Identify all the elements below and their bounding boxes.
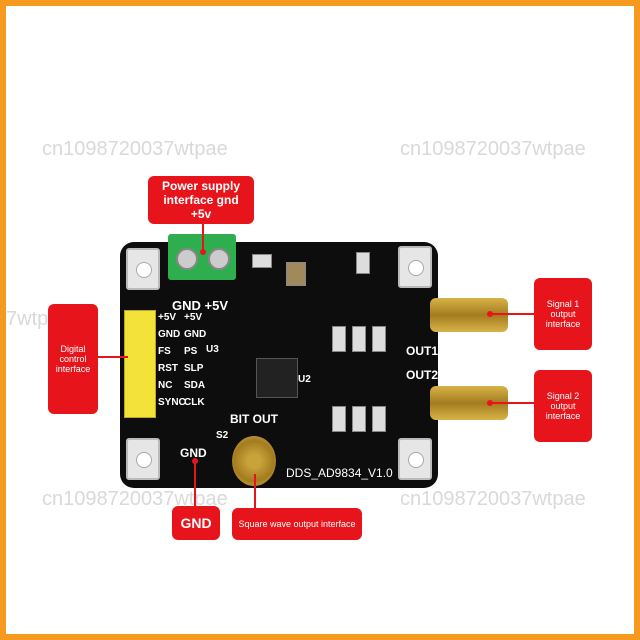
label-gnd-plus5v: GND +5V (172, 298, 228, 313)
watermark-left-bottom: cn1098720037wtpae (42, 488, 228, 510)
pin-label: +5V (184, 312, 203, 323)
callout-signal2-output: Signal 2 output interface (534, 370, 592, 442)
pin-label: SYNC (158, 397, 186, 408)
pin-labels-right: +5V GND PS SLP SDA CLK (184, 312, 206, 414)
watermark-right-bottom: cn1098720037wtpae (400, 488, 586, 510)
callout-dot-signal2 (487, 400, 493, 406)
pin-label: SLP (184, 363, 204, 374)
sma-connector-1 (430, 298, 508, 332)
pin-label: RST (158, 363, 178, 374)
label-bit-out: BIT OUT (230, 412, 278, 426)
pin-label: FS (158, 346, 171, 357)
label-board-name: DDS_AD9834_V1.0 (286, 466, 393, 480)
callout-line-gnd (194, 462, 196, 508)
pin-label: GND (184, 329, 207, 340)
smd-component (352, 326, 366, 352)
callout-line-square (254, 474, 256, 510)
ad9834-chip (256, 358, 298, 398)
label-s2: S2 (216, 430, 229, 441)
pin-label: NC (158, 380, 173, 391)
mount-pad-bottom-right (398, 438, 432, 480)
callout-power-supply: Power supply interface gnd +5v (148, 176, 254, 224)
mount-pad-top-left (126, 248, 160, 290)
screw-2 (208, 248, 230, 270)
smd-component (286, 262, 306, 286)
callout-digital-control: Digital control interface (48, 304, 98, 414)
smd-component (252, 254, 272, 268)
callout-dot-gnd (192, 458, 198, 464)
callout-line-signal2 (490, 402, 534, 404)
smd-component (372, 406, 386, 432)
pin-label: SDA (184, 380, 206, 391)
mount-pad-top-right (398, 246, 432, 288)
smd-component (332, 406, 346, 432)
callout-gnd: GND (172, 506, 220, 540)
pin-label: CLK (184, 397, 205, 408)
label-gnd-bottom: GND (180, 446, 207, 460)
smd-component (372, 326, 386, 352)
watermark-right-top: cn1098720037wtpae (400, 138, 586, 160)
watermark-left-top: cn1098720037wtpae (42, 138, 228, 160)
pin-label: GND (158, 329, 181, 340)
terminal-block (168, 234, 236, 280)
smd-component (352, 406, 366, 432)
screw-1 (176, 248, 198, 270)
callout-signal1-output: Signal 1 output interface (534, 278, 592, 350)
callout-dot-power (200, 249, 206, 255)
pin-labels-left: +5V GND FS RST NC SYNC (158, 312, 186, 414)
label-out1: OUT1 (406, 344, 439, 358)
pin-header (124, 310, 156, 418)
label-u2: U2 (298, 374, 311, 385)
pcb-board: GND +5V +5V GND FS RST NC SYNC +5V GND P… (120, 234, 439, 488)
callout-line-power (202, 222, 204, 252)
smd-component (332, 326, 346, 352)
mount-pad-bottom-left (126, 438, 160, 480)
callout-line-digital (98, 356, 128, 358)
smd-component (356, 252, 370, 274)
callout-line-signal1 (490, 313, 534, 315)
pin-label: PS (184, 346, 198, 357)
callout-dot-signal1 (487, 311, 493, 317)
pin-label: +5V (158, 312, 177, 323)
label-u3: U3 (206, 344, 219, 355)
callout-square-wave-output: Square wave output interface (232, 508, 362, 540)
label-out2: OUT2 (406, 368, 439, 382)
